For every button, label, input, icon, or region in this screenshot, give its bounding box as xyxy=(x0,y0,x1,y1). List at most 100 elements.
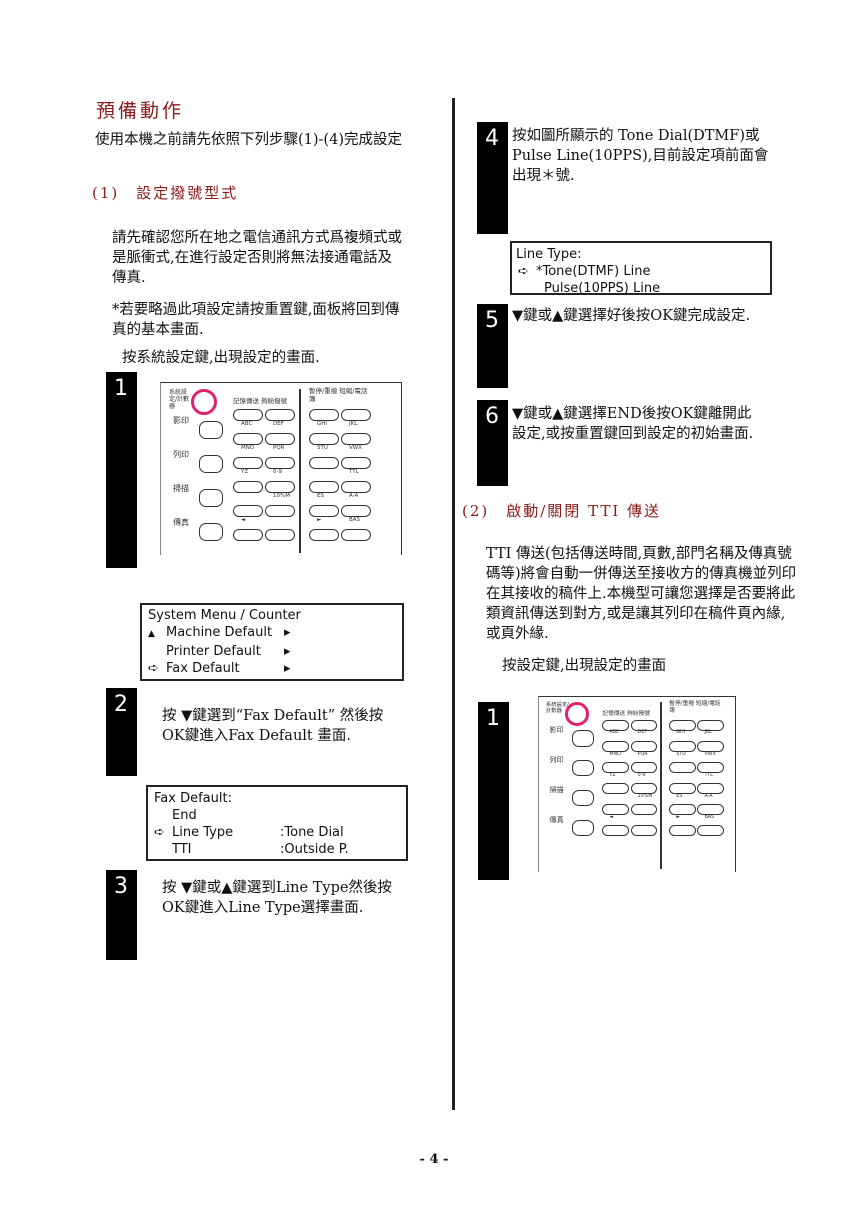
step4-number: 4 xyxy=(477,122,508,234)
key-caption: TTL xyxy=(349,469,359,475)
lcd-line-type: Line Type: ➪*Tone(DTMF) Line Pulse(10PPS… xyxy=(510,241,772,296)
step4-text: 按如圖所顯示的 Tone Dial(DTMF)或Pulse Line(10PPS… xyxy=(512,128,769,184)
memory-send-label: 記憶傳送 夠紛撥號 xyxy=(602,710,650,717)
highlight-circle-icon xyxy=(565,702,589,726)
panel-key-icon xyxy=(341,481,371,493)
panel-key-icon xyxy=(669,825,696,837)
panel-key-icon xyxy=(265,529,295,541)
panel-key-icon xyxy=(602,762,629,773)
panel-key-icon xyxy=(630,741,658,752)
chevron-right-icon: ▸ xyxy=(284,644,291,659)
lcd-line-title: Line Type: xyxy=(516,247,582,262)
panel-key-icon xyxy=(602,804,629,816)
panel-key-icon xyxy=(341,433,371,445)
chevron-right-icon: ▸ xyxy=(284,625,291,640)
step6-text: ▼鍵或▲鍵選擇END後按OK鍵離開此設定,或按重置鍵回到設定的初始畫面. xyxy=(512,406,754,442)
key-caption: MNO xyxy=(241,445,255,451)
panel-key-icon xyxy=(309,481,339,493)
pointer-icon: ➪ xyxy=(154,825,165,840)
section2-para2: 按設定鍵,出現設定的畫面 xyxy=(502,658,667,674)
mode-key-icon xyxy=(199,489,223,507)
panel-key-icon xyxy=(602,741,629,752)
panel-key-icon xyxy=(309,409,339,421)
memory-send-label: 記憶傳送 夠紛撥號 xyxy=(233,397,288,405)
lcd-fax-row-value: :Tone Dial xyxy=(280,825,344,840)
key-caption: MNO xyxy=(609,751,621,757)
section1-para2: *若要略過此項設定請按重置鍵,面板將回到傳真的基本畫面. xyxy=(112,302,400,338)
panel-key-icon xyxy=(233,505,263,517)
key-caption: JKL xyxy=(704,730,712,736)
panel-key-icon xyxy=(630,762,658,773)
panel-key-icon xyxy=(265,457,295,469)
panel-key-icon xyxy=(669,804,696,816)
key-caption: TTL xyxy=(704,772,713,778)
key-caption: ABC xyxy=(241,421,253,427)
panel-key-icon xyxy=(697,762,725,773)
panel-key-icon xyxy=(265,433,295,445)
key-caption: VWX xyxy=(349,445,362,451)
lcd-fax-title: Fax Default: xyxy=(154,791,232,806)
key-caption: ES xyxy=(676,793,683,799)
lcd-item-machine-default: Machine Default xyxy=(166,625,273,640)
panel-key-icon xyxy=(669,762,696,773)
step5-text: ▼鍵或▲鍵選擇好後按OK鍵完成設定. xyxy=(512,308,751,324)
key-caption: 0-9 xyxy=(273,469,282,475)
panel-key-icon xyxy=(341,505,371,517)
key-caption: ABC xyxy=(609,730,620,736)
lcd-item-printer-default: Printer Default xyxy=(166,644,261,659)
step1b-number: 1 xyxy=(478,702,509,880)
key-caption: ► xyxy=(317,517,322,523)
pointer-icon: ➪ xyxy=(148,661,159,676)
system-menu-label: 系統設定/計數器 xyxy=(169,389,190,410)
panel-key-icon xyxy=(265,481,295,493)
lcd-fax-default: Fax Default: End ➪Line Type:Tone Dial TT… xyxy=(146,785,408,861)
highlight-circle-icon xyxy=(191,389,217,415)
panel-key-icon xyxy=(265,505,295,517)
key-caption: PQR xyxy=(273,445,285,451)
step2-text: 按 ▼鍵選到“Fax Default” 然後按OK鍵進入Fax Default … xyxy=(162,708,384,744)
lcd-system-title: System Menu / Counter xyxy=(148,608,301,623)
lcd-item-fax-default: Fax Default xyxy=(166,661,240,676)
key-caption: BAS xyxy=(704,814,715,820)
chevron-right-icon: ▸ xyxy=(284,661,291,676)
panel-key-icon xyxy=(697,783,725,795)
panel-key-icon xyxy=(602,719,629,731)
panel-key-icon xyxy=(630,825,658,837)
panel-key-icon xyxy=(309,433,339,445)
intro-text: 使用本機之前請先依照下列步驟(1)-(4)完成設定 xyxy=(95,132,402,148)
step5-number: 5 xyxy=(477,304,508,388)
lcd-fax-row-value: :Outside P. xyxy=(280,842,349,857)
column-divider xyxy=(452,98,455,1110)
pointer-icon: ➪ xyxy=(518,264,529,279)
page-number: - 4 - xyxy=(419,1152,449,1167)
panel-key-icon xyxy=(233,433,263,445)
lcd-fax-row-label: End xyxy=(172,808,197,823)
mode-label: 掃描 xyxy=(173,484,189,493)
panel-key-icon xyxy=(265,409,295,421)
key-caption: DEF xyxy=(273,421,284,427)
step3-text: 按 ▼鍵或▲鍵選到Line Type然後按OK鍵進入Line Type選擇畫面. xyxy=(162,880,392,916)
mode-key-icon xyxy=(199,523,223,541)
pause-speed-label: 暫停/重撥 短縮/電話簿 xyxy=(669,700,721,714)
step2-number: 2 xyxy=(106,688,137,776)
panel-key-icon xyxy=(602,783,629,795)
key-caption: STU xyxy=(317,445,328,451)
panel-separator xyxy=(299,389,301,553)
key-caption: ► xyxy=(676,814,680,820)
mode-key-icon xyxy=(572,730,594,747)
panel-key-icon xyxy=(341,457,371,469)
key-caption: VWX xyxy=(704,751,716,757)
mode-key-icon xyxy=(199,455,223,473)
key-caption: BAS xyxy=(349,517,361,523)
panel-key-icon xyxy=(630,804,658,816)
step6-number: 6 xyxy=(477,400,508,486)
key-caption: PQR xyxy=(637,751,648,757)
key-caption: STU xyxy=(676,751,686,757)
mode-label: 掃描 xyxy=(549,785,564,794)
panel-key-icon xyxy=(309,457,339,469)
panel-key-icon xyxy=(233,409,263,421)
lcd-system-menu: System Menu / Counter ▲Machine Default▸ … xyxy=(140,603,404,681)
panel-key-icon xyxy=(233,481,263,493)
mode-key-icon xyxy=(572,790,594,807)
